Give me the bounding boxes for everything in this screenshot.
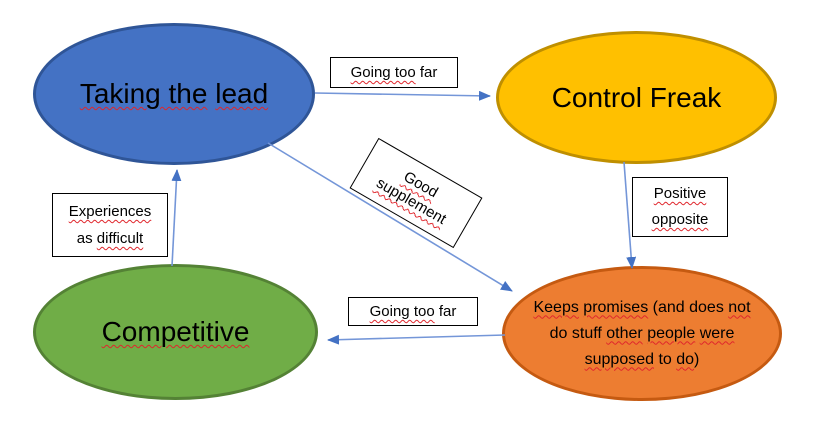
- node-competitive-label: Competitive: [101, 316, 250, 347]
- node-competitive[interactable]: Competitive: [33, 264, 318, 400]
- connector-competitive-to-lead[interactable]: [171, 169, 182, 267]
- connector-lead-to-keepspromises[interactable]: [267, 142, 513, 292]
- connector-lead-to-controlfreak[interactable]: [314, 90, 491, 101]
- edge-label-text: Going too far: [369, 303, 457, 320]
- edge-label-going-too-far-top[interactable]: Going too far: [330, 57, 458, 88]
- node-taking-the-lead[interactable]: Taking the lead: [33, 23, 315, 165]
- node-taking-the-lead-label: Taking the lead: [79, 78, 269, 109]
- connector-keepspromises-to-competitive[interactable]: [327, 334, 506, 345]
- connector-controlfreak-to-keepspromises[interactable]: [623, 161, 637, 269]
- node-control-freak[interactable]: Control Freak: [496, 31, 777, 164]
- node-control-freak-label: Control Freak: [551, 81, 722, 113]
- edge-label-text: Going too far: [350, 64, 438, 81]
- edge-label-going-too-far-bottom[interactable]: Going too far: [348, 297, 478, 326]
